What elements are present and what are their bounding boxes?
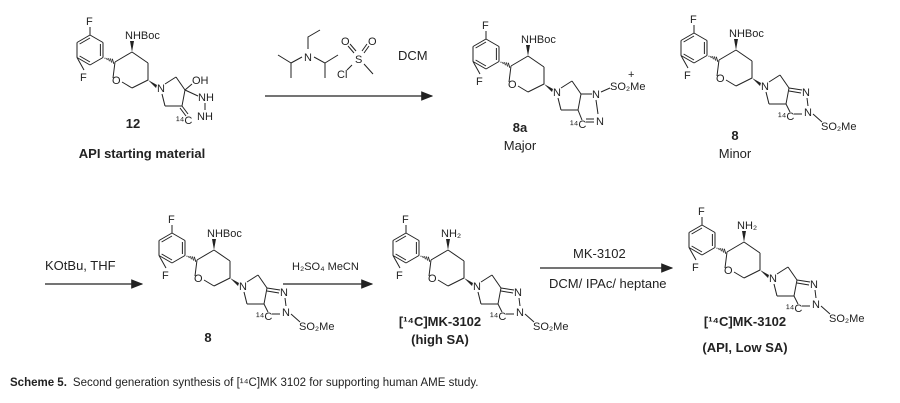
fluorine-bottom: F <box>80 72 87 84</box>
pyrazole-n2: N <box>804 107 812 119</box>
pyrrolidine-nitrogen: N <box>769 273 777 285</box>
step4-reagent: MK-3102 <box>573 246 626 261</box>
carbon-14-label: ¹⁴C <box>176 115 192 127</box>
fluorine-top: F <box>402 214 409 226</box>
step4-solvents: DCM/ IPAc/ heptane <box>549 276 667 291</box>
caption-label: Scheme 5. <box>10 377 67 389</box>
amine-substituent: NH₂ <box>737 220 757 232</box>
pyrrolidine-nitrogen: N <box>157 83 165 95</box>
amine-substituent: NHBoc <box>729 28 764 40</box>
pyran-oxygen: O <box>428 273 437 285</box>
carbon-14-label: ¹⁴C <box>786 303 802 315</box>
pyrrolidine-nitrogen: N <box>473 281 481 293</box>
fluorine-top: F <box>86 16 93 28</box>
compound-sublabel: (API, Low SA) <box>702 340 787 355</box>
figure-caption: Scheme 5. Second generation synthesis of … <box>10 377 478 389</box>
mesyl-group: SO₂Me <box>821 121 856 133</box>
amine-nh-2: NH <box>197 111 213 123</box>
carbon-14-label: ¹⁴C <box>778 111 794 123</box>
compound-sublabel: Minor <box>719 146 752 161</box>
amine-substituent: NHBoc <box>521 34 556 46</box>
amine-substituent: NHBoc <box>125 30 160 42</box>
fluorine-bottom: F <box>162 270 169 282</box>
fluorine-top: F <box>698 206 705 218</box>
carbon-14-label: ¹⁴C <box>490 311 506 323</box>
compound-label: 8 <box>204 330 211 345</box>
compound-sublabel: API starting material <box>79 146 205 161</box>
pyrrolidine-nitrogen: N <box>239 281 247 293</box>
mesyl-group: SO₂Me <box>533 321 568 333</box>
compound-label: 8a <box>513 120 528 135</box>
fluorine-top: F <box>690 14 697 26</box>
pyran-oxygen: O <box>724 265 733 277</box>
pyrazole-n1: N <box>802 87 810 99</box>
carbon-14-label: ¹⁴C <box>570 119 586 131</box>
compound-sublabel: Major <box>504 138 537 153</box>
pyrazole-n2: N <box>812 299 820 311</box>
fluorine-bottom: F <box>396 270 403 282</box>
pyrazole-n2: N <box>516 307 524 319</box>
step2-reagents: KOtBu, THF <box>45 258 116 273</box>
compound-label: [¹⁴C]MK-3102 <box>399 314 481 329</box>
caption-text: Second generation synthesis of [¹⁴C]MK 3… <box>72 377 479 389</box>
step3-reagents: H₂SO₄ MeCN <box>292 261 359 273</box>
plus-sign: + <box>628 69 634 81</box>
carbon-14-label: ¹⁴C <box>256 311 272 323</box>
amine-substituent: NHBoc <box>207 228 242 240</box>
mesyl-group: SO₂Me <box>299 321 334 333</box>
hydroxyl: OH <box>192 75 209 87</box>
pyrrolidine-nitrogen: N <box>761 81 769 93</box>
hunig-base-structure <box>277 29 339 78</box>
compound-label: 12 <box>126 116 140 131</box>
mesyl-group: SO₂Me <box>610 81 645 93</box>
amine-substituent: NH₂ <box>441 228 461 240</box>
pyrazole-n1: N <box>514 287 522 299</box>
pyran-oxygen: O <box>194 273 203 285</box>
pyrazole-n1: N <box>592 89 600 101</box>
pyran-oxygen: O <box>112 75 121 87</box>
fluorine-top: F <box>482 20 489 32</box>
fluorine-bottom: F <box>692 262 699 274</box>
compound-label: 8 <box>731 128 738 143</box>
compound-label: [¹⁴C]MK-3102 <box>704 314 786 329</box>
pyran-oxygen: O <box>716 73 725 85</box>
mesyl-group: SO₂Me <box>829 313 864 325</box>
pyrazole-n2: N <box>596 116 604 128</box>
pyrazole-n1: N <box>280 287 288 299</box>
pyrazole-n2: N <box>282 307 290 319</box>
fluorine-top: F <box>168 214 175 226</box>
mscl-chlorine: Cl <box>337 69 347 81</box>
amine-nh-1: NH <box>198 92 214 104</box>
pyrazole-n1: N <box>810 279 818 291</box>
pyran-oxygen: O <box>508 79 517 91</box>
compound-sublabel: (high SA) <box>411 332 469 347</box>
mscl-sulfur: S <box>355 54 362 66</box>
step1-solvent: DCM <box>398 48 428 63</box>
hunig-base-nitrogen: N <box>304 52 312 64</box>
mscl-oxygen-2: O <box>368 36 377 48</box>
mesyl-chloride-structure <box>346 43 374 75</box>
fluorine-bottom: F <box>684 70 691 82</box>
mscl-oxygen-1: O <box>341 36 350 48</box>
fluorine-bottom: F <box>476 76 483 88</box>
pyrrolidine-nitrogen: N <box>553 87 561 99</box>
